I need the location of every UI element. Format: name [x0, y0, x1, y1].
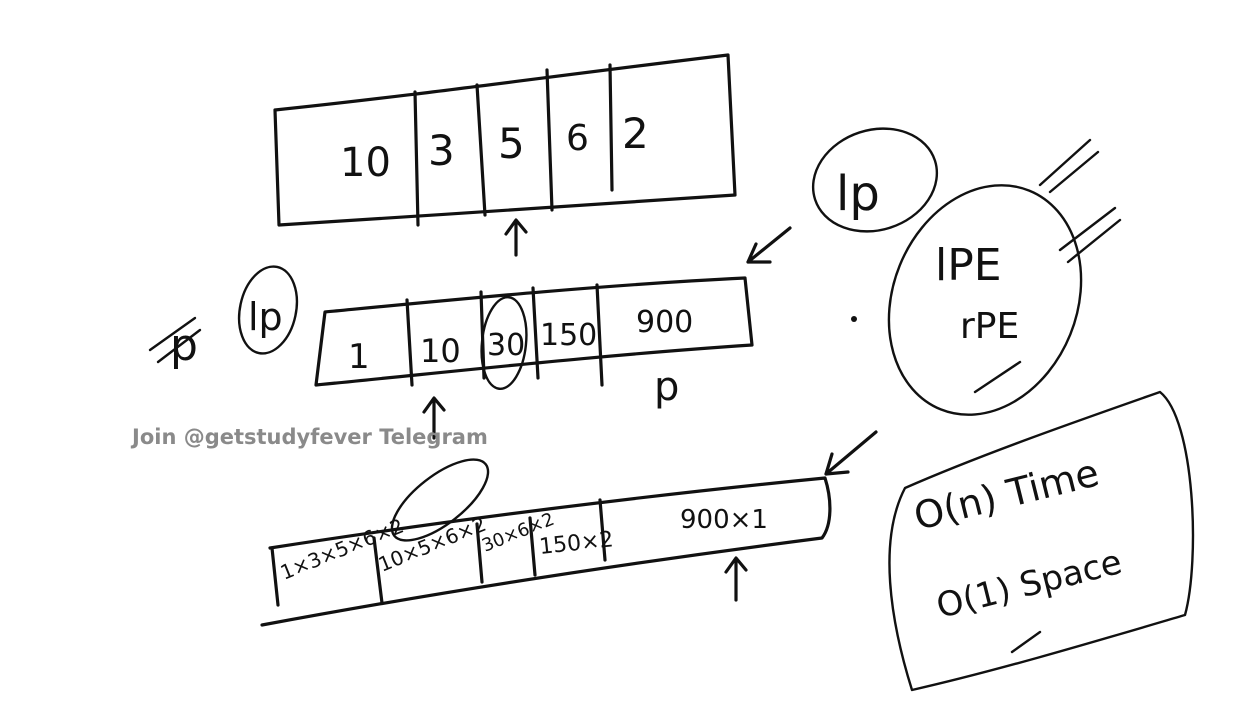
lpe-label: lPE	[935, 240, 1002, 291]
circle-result-2	[390, 458, 490, 542]
input-cell-5: 2	[622, 109, 649, 158]
input-cell-4: 6	[566, 118, 589, 159]
input-cell-3: 5	[498, 119, 525, 168]
arrow-to-lp-array	[746, 226, 792, 264]
space-complexity: O(1) Space	[933, 542, 1126, 627]
left-products-array: 1 10 30 150 900 p	[314, 276, 754, 440]
p-left-pointer: p	[170, 320, 198, 371]
lp-left-label: lp	[248, 295, 283, 339]
input-array: 10 3 5 6 2	[273, 53, 737, 257]
telegram-watermark: Join @getstudyfever Telegram	[130, 425, 488, 449]
lp-cell-5: 900	[636, 305, 693, 340]
circle-lp-right	[811, 127, 939, 233]
circle-lpe-rpe	[887, 184, 1083, 416]
circle-lp-left	[237, 265, 299, 355]
input-cell-2: 3	[428, 126, 455, 175]
result-array: 1×3×5×6×2 10×5×6×2 30×6×2 150×2 900×1	[260, 458, 832, 627]
time-complexity: O(n) Time	[910, 450, 1104, 538]
lp-pointer-arrow	[422, 396, 446, 440]
p-right-pointer: p	[654, 364, 679, 410]
circle-30	[480, 295, 528, 391]
result-cell-5: 900×1	[680, 505, 768, 535]
input-cell-1: 10	[340, 140, 391, 186]
lp-cell-1: 1	[348, 337, 370, 377]
input-pointer-arrow	[504, 218, 528, 257]
lp-right-label: lp	[836, 166, 880, 222]
right-annotations: lp lPE rPE	[746, 127, 1122, 476]
lp-cell-4: 150	[540, 318, 597, 353]
complexity-box: O(n) Time O(1) Space	[888, 390, 1195, 692]
lp-cell-3: 30	[487, 328, 525, 363]
result-pointer-arrow	[724, 556, 748, 602]
lp-cell-2: 10	[420, 332, 461, 370]
left-annotations: p lp	[148, 265, 299, 371]
rpe-label: rPE	[960, 306, 1019, 347]
arrow-to-result-array	[824, 430, 878, 476]
